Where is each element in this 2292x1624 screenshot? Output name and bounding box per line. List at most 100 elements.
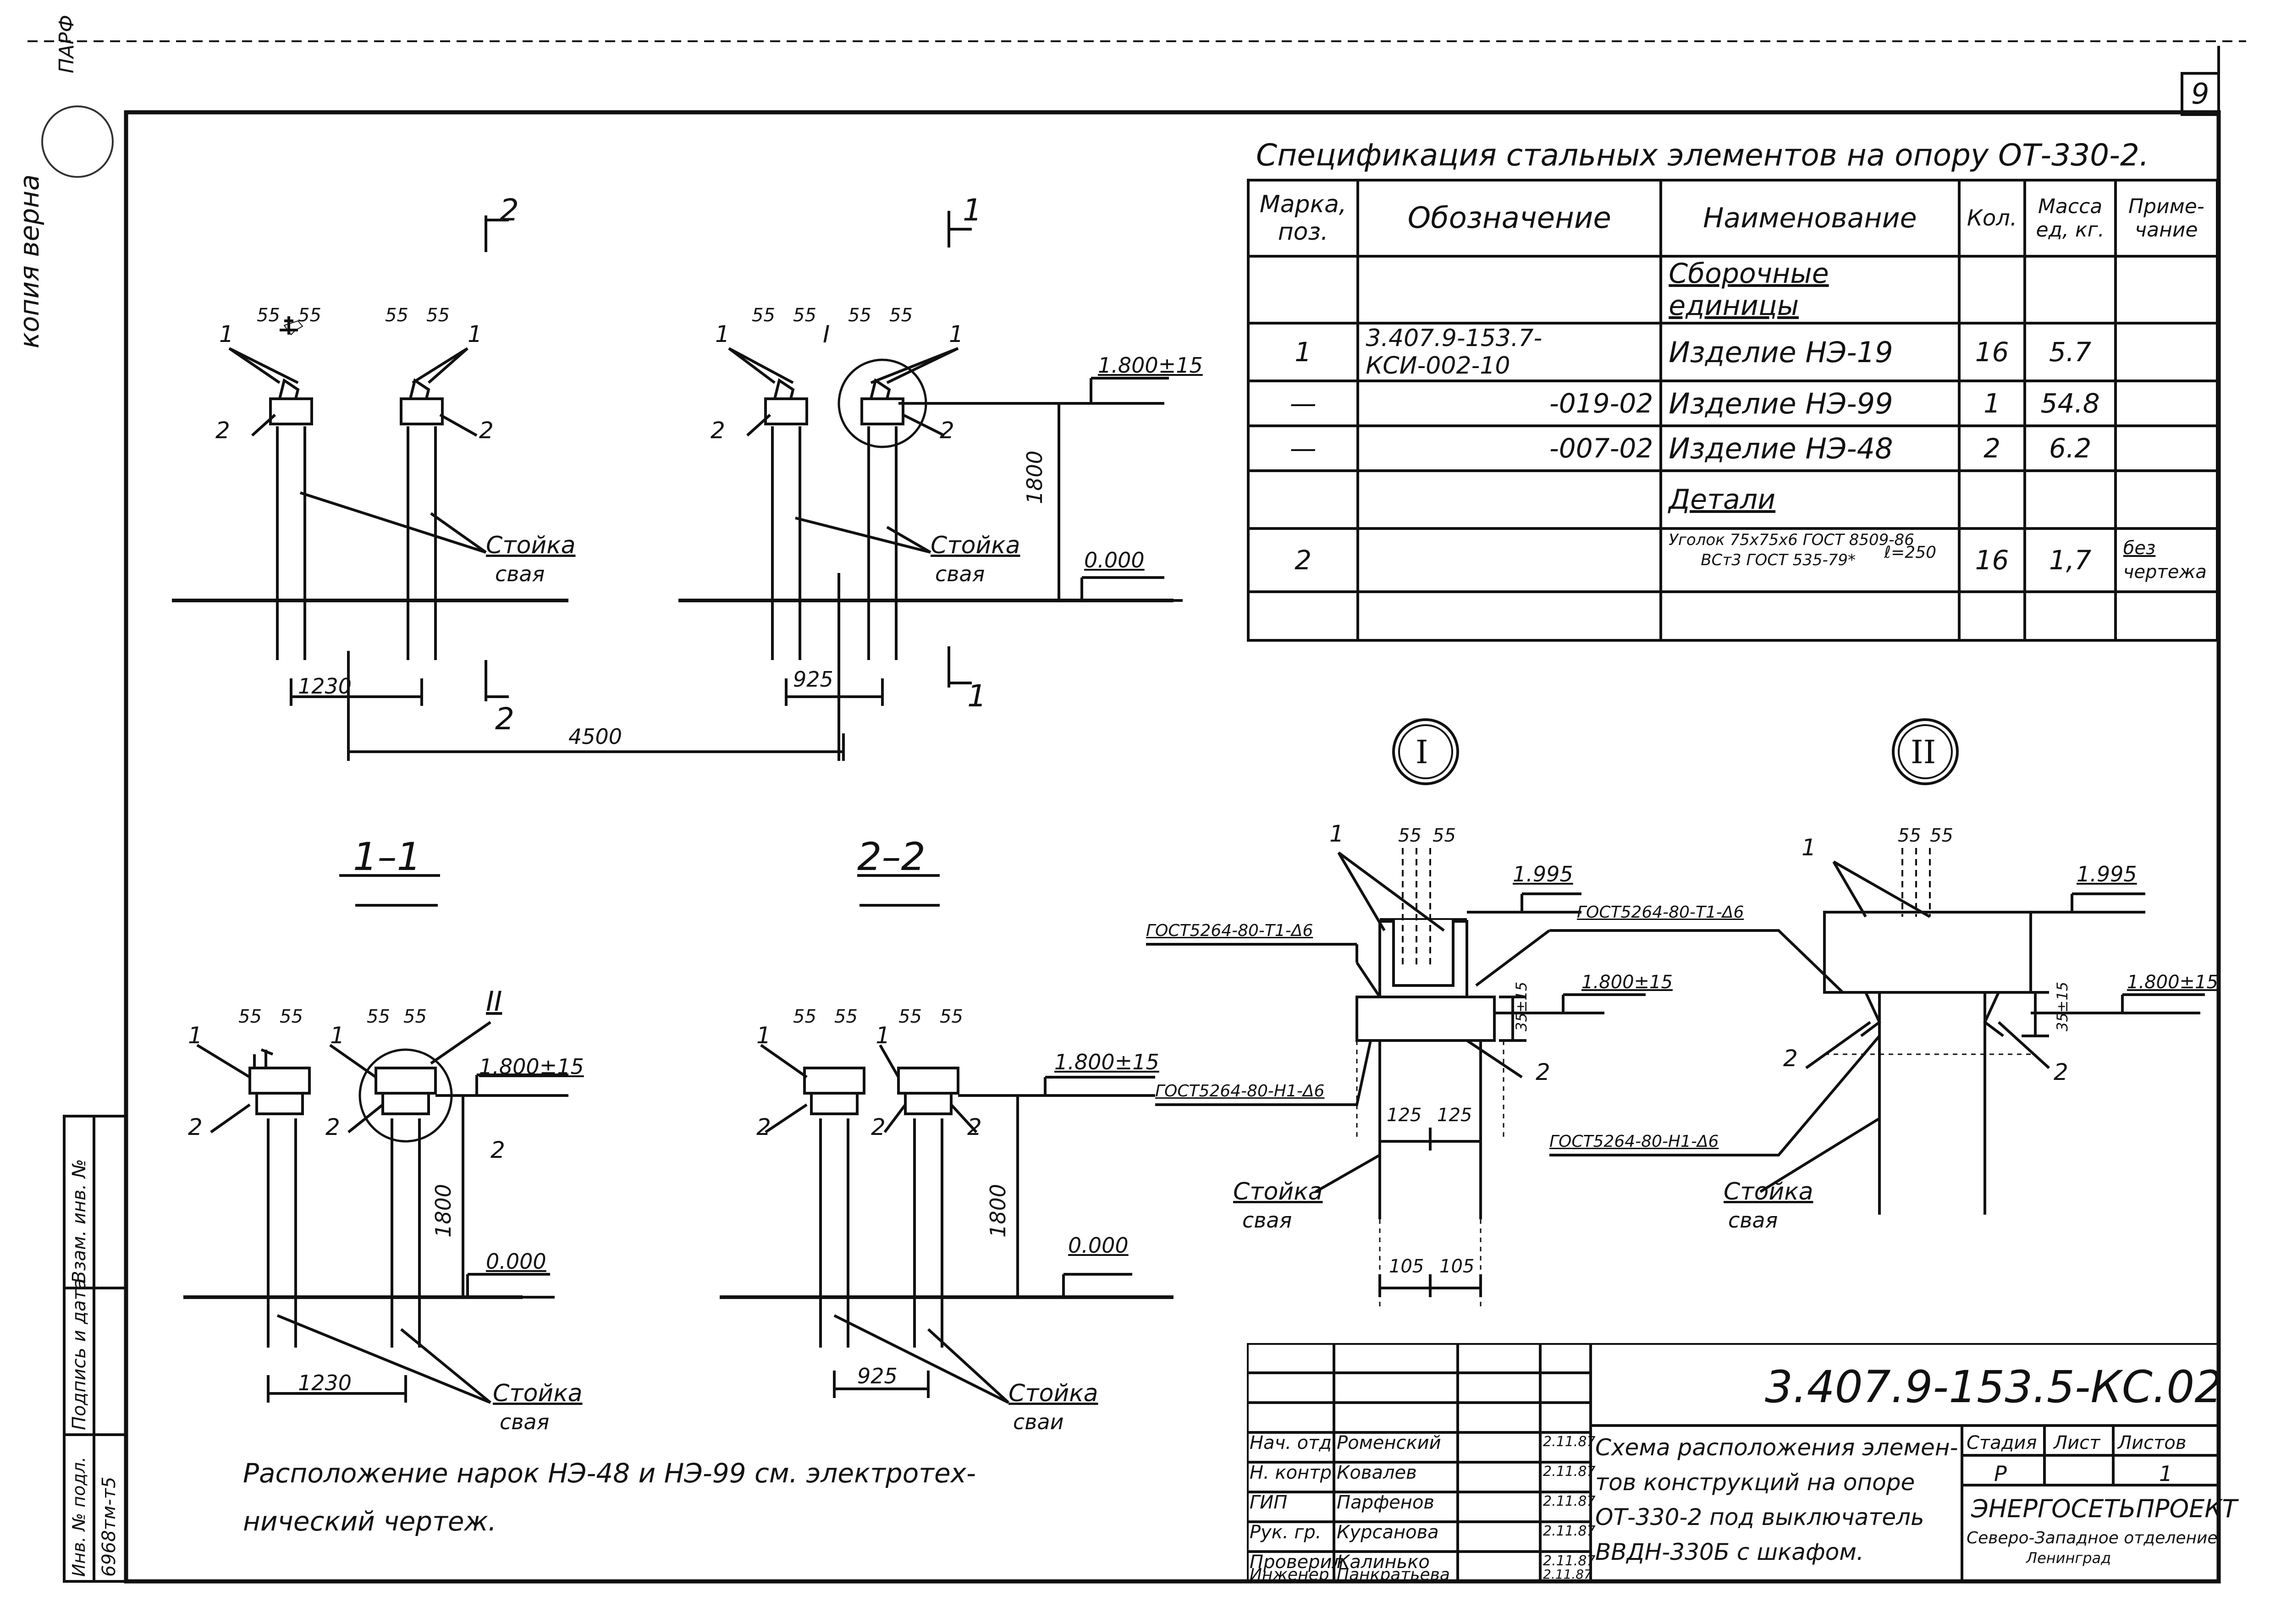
dim-label: 55: [1930, 825, 1953, 846]
dim-label: 55: [298, 305, 321, 326]
pos-label: 1: [715, 321, 730, 347]
spec-cell-note: без чертежа: [2114, 527, 2219, 593]
spec-cell-mass: 6.2: [2023, 424, 2117, 472]
spec-cell-mark: —: [1246, 424, 1360, 472]
role-label: Нач. отд.: [1250, 1432, 1338, 1453]
pile-label-2: сваи: [1013, 1409, 1064, 1434]
dim-label: 55: [238, 1006, 262, 1027]
drawing-description: Схема расположения элемен- тов конструкц…: [1595, 1430, 1958, 1569]
pos-label: 2: [940, 417, 954, 444]
spec-cell-mass: 5.7: [2023, 322, 2117, 382]
copy-note: копия верна: [14, 174, 45, 348]
description-line: ОТ-330-2 под выключатель: [1595, 1504, 1924, 1530]
role-label: Н. контр.: [1250, 1462, 1338, 1483]
pile-label-2: свая: [495, 562, 545, 586]
description-line: Схема расположения элемен-: [1595, 1434, 1958, 1461]
dim-1800: 1800: [431, 1184, 456, 1238]
pos-label: 1: [468, 321, 482, 347]
role-label: Рук. гр.: [1250, 1522, 1322, 1543]
pos-label: 2: [871, 1114, 886, 1140]
dim-label: 55: [257, 305, 280, 326]
cut-label-2-top: 2: [500, 193, 519, 228]
spec-cell-qty: 2: [1957, 424, 2027, 472]
level-1800: 1.800±15: [1581, 972, 1673, 993]
dim-925: 925: [793, 667, 833, 692]
cut-label-2-bottom: 2: [495, 701, 514, 737]
detail-name-line1: Уголок 75х75х6 ГОСТ 8509-86: [1669, 531, 1914, 549]
cut-label-1-top: 1: [963, 193, 982, 228]
dim-1800: 1800: [1022, 450, 1047, 504]
role-label: ГИП: [1250, 1492, 1288, 1513]
spec-cell-qty: 1: [1957, 380, 2027, 427]
dim-105: 105: [1389, 1256, 1424, 1277]
description-line: ВВДН-330Б с шкафом.: [1595, 1539, 1864, 1565]
level-1995: 1.995: [1513, 862, 1573, 886]
org-city: Ленинград: [2026, 1549, 2111, 1567]
sheet-header: Лист: [2054, 1432, 2100, 1453]
pos-label: 1: [949, 321, 964, 347]
pos-label: 2: [1536, 1059, 1550, 1085]
side-inv-replace: Взам. инв. №: [69, 1159, 90, 1283]
level-1800: 1.800±15: [1098, 353, 1203, 378]
table-row: 1 3.407.9-153.7-КСИ-002-10 Изделие НЭ-19…: [1246, 322, 2219, 382]
spec-cell-detail-name: Уголок 75х75х6 ГОСТ 8509-86 ВСт3 ГОСТ 53…: [1659, 527, 1961, 593]
pile-label-2: свая: [500, 1409, 550, 1434]
pile-label: Стойка: [1008, 1380, 1098, 1407]
role-name: Панкратьева: [1337, 1565, 1450, 1584]
pos-label: 1: [1329, 820, 1344, 847]
dim-35: 35±15: [2054, 981, 2071, 1031]
pos-label: 1: [219, 321, 234, 347]
level-1800: 1.800±15: [479, 1054, 584, 1079]
pos-label: 2: [711, 417, 725, 444]
role-name: Калинько: [1337, 1552, 1430, 1573]
dim-label: 55: [793, 305, 816, 326]
spec-cell-mass: 54.8: [2023, 380, 2117, 427]
note-line1: без: [2123, 538, 2156, 559]
node-I-marker: I: [823, 321, 830, 348]
role-name: Курсанова: [1337, 1522, 1439, 1543]
spec-cell-name: Изделие НЭ-99: [1659, 380, 1961, 427]
role-name: Ковалев: [1337, 1462, 1417, 1483]
spec-cell-note: [2114, 424, 2219, 472]
pos-label: 2: [967, 1114, 982, 1140]
dim-label: 55: [1398, 825, 1421, 846]
node-II-marker: II: [486, 985, 502, 1018]
pos-label: 2: [1783, 1045, 1798, 1072]
spec-cell-name: Изделие НЭ-48: [1659, 424, 1961, 472]
pile-label: Стойка: [1724, 1178, 1813, 1206]
spec-header-mark: Марка, поз.: [1246, 179, 1360, 258]
pile-label: Стойка: [931, 532, 1020, 559]
spec-cell-designation: -007-02: [1356, 424, 1663, 472]
spec-cell-qty: 16: [1957, 322, 2027, 382]
sheets-value: 1: [2159, 1461, 2173, 1486]
spec-cell-qty: 16: [1957, 527, 2027, 593]
spec-cell-designation: -019-02: [1356, 380, 1663, 427]
spec-cell-note: [2114, 322, 2219, 382]
spec-header-mass: Масса ед, кг.: [2023, 179, 2117, 258]
spec-cell-designation: 3.407.9-153.7-КСИ-002-10: [1356, 322, 1663, 382]
spec-table: Марка, поз. Обозначение Наименование Кол…: [1246, 179, 2219, 642]
spec-header-qty: Кол.: [1957, 179, 2027, 258]
spec-cell-note: [2114, 380, 2219, 427]
role-date: 2.11.87: [1543, 1567, 1592, 1582]
org-name: ЭНЕРГОСЕТЬПРОЕКТ: [1971, 1494, 2237, 1523]
pos-label: 1: [1802, 834, 1816, 861]
margin-stamp: ПАРФ: [55, 15, 78, 73]
cut-label-1-bottom: 1: [967, 678, 986, 714]
table-row: 2 Уголок 75х75х6 ГОСТ 8509-86 ВСт3 ГОСТ …: [1246, 527, 2219, 593]
level-0000: 0.000: [1084, 548, 1145, 573]
role-date: 2.11.87: [1543, 1553, 1596, 1569]
side-inv-value: 6968тм-т5: [99, 1476, 120, 1577]
dim-label: 55: [834, 1006, 858, 1027]
role-date: 2.11.87: [1543, 1434, 1596, 1450]
sheets-header: Листов: [2118, 1432, 2187, 1453]
dim-1800: 1800: [986, 1184, 1010, 1238]
level-0000: 0.000: [1068, 1233, 1129, 1258]
stage-value: Р: [1994, 1461, 2007, 1486]
spec-section-row: Детали: [1246, 469, 2219, 530]
dim-label: 55: [940, 1006, 963, 1027]
dim-label: 55: [367, 1006, 390, 1027]
weld-h1-right: ГОСТ5264-80-Н1-Δ6: [1549, 1132, 1719, 1151]
spec-cell-mass: 1,7: [2023, 527, 2117, 593]
